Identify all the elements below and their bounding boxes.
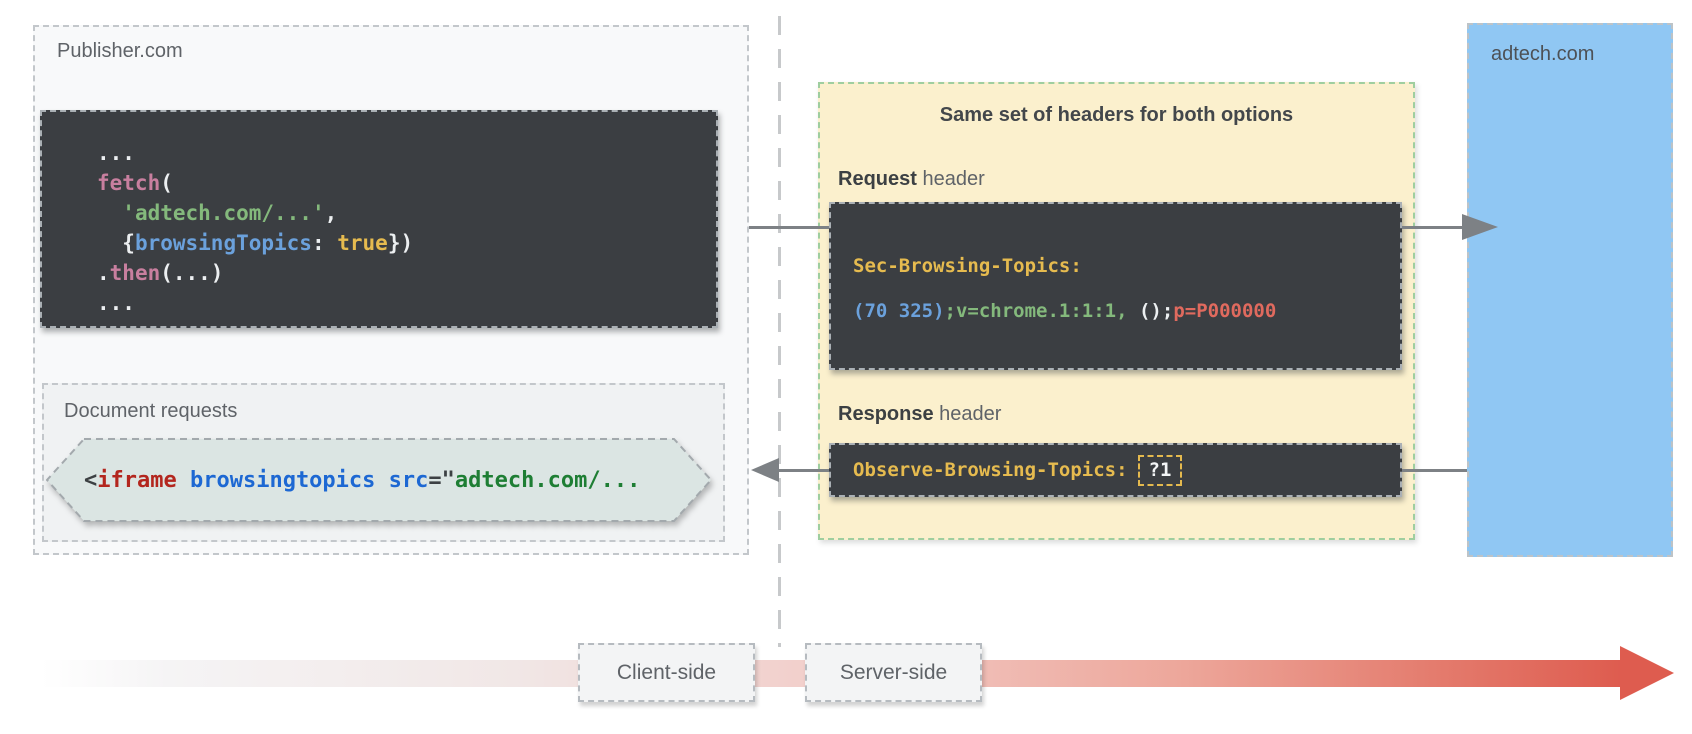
code-token: (...) bbox=[160, 261, 224, 285]
response-header-label-rest: header bbox=[933, 403, 1002, 425]
code-token: ... bbox=[97, 141, 135, 165]
code-token: (70 325) bbox=[853, 300, 945, 322]
code-token: : bbox=[311, 231, 338, 255]
code-token: ( bbox=[160, 171, 173, 195]
request-to-adtech-arrowhead-icon bbox=[1462, 214, 1498, 240]
request-header-label-bold: Request bbox=[838, 168, 917, 190]
timeline-arrowhead-icon bbox=[1620, 646, 1674, 700]
response-to-publisher-arrowhead-icon bbox=[751, 458, 779, 482]
client-server-divider bbox=[778, 16, 781, 647]
headers-panel-title: Same set of headers for both options bbox=[939, 104, 1294, 126]
adtech-label: adtech.com bbox=[1491, 43, 1595, 65]
code-token: then bbox=[109, 261, 161, 285]
iframe-code-line: <iframe browsingtopics src="adtech.com/.… bbox=[84, 438, 640, 522]
code-token: =" bbox=[428, 467, 455, 493]
publisher-label: Publisher.com bbox=[57, 40, 183, 62]
fetch-code-block: ... fetch( 'adtech.com/...', {browsingTo… bbox=[40, 110, 718, 328]
response-header-name: Observe-Browsing-Topics: bbox=[853, 459, 1128, 481]
code-token: adtech.com/... bbox=[454, 467, 641, 493]
code-token: fetch bbox=[97, 171, 161, 195]
code-token: { bbox=[97, 231, 135, 255]
code-token: 'adtech.com/...' bbox=[122, 201, 325, 225]
code-line: ... bbox=[97, 138, 716, 168]
server-side-label: Server-side bbox=[839, 660, 948, 684]
code-token: browsingTopics bbox=[134, 231, 312, 255]
code-token: , bbox=[324, 201, 338, 225]
response-to-publisher-line bbox=[777, 469, 829, 472]
server-side-box: Server-side bbox=[805, 643, 982, 702]
request-header-value: (70 325);v=chrome.1:1:1, ();p=P000000 bbox=[853, 289, 1400, 334]
code-token: true bbox=[337, 231, 388, 255]
hexagon-shape bbox=[45, 438, 713, 522]
response-header-label-bold: Response bbox=[838, 403, 934, 425]
request-header-block: Sec-Browsing-Topics: (70 325);v=chrome.1… bbox=[829, 202, 1402, 370]
code-line: 'adtech.com/...', bbox=[97, 198, 716, 228]
code-token: < bbox=[84, 467, 98, 493]
request-header-name: Sec-Browsing-Topics: bbox=[853, 244, 1400, 289]
publisher-to-request-line bbox=[749, 226, 829, 229]
code-line: fetch( bbox=[97, 168, 716, 198]
code-token: ... bbox=[97, 291, 135, 315]
code-token: Observe-Browsing-Topics: bbox=[853, 459, 1128, 481]
response-header-value-badge: ?1 bbox=[1137, 454, 1183, 486]
code-token bbox=[97, 201, 122, 225]
adtech-to-response-line bbox=[1402, 469, 1467, 472]
request-header-label: Request header bbox=[838, 168, 985, 191]
request-header-label-rest: header bbox=[916, 168, 985, 190]
code-line: ... bbox=[97, 288, 716, 318]
code-token: ;v=chrome.1:1:1, bbox=[944, 300, 1128, 322]
code-token: }) bbox=[387, 231, 414, 255]
code-token: Sec-Browsing-Topics: bbox=[853, 255, 1082, 277]
code-token: browsingtopics src bbox=[176, 467, 429, 493]
client-side-box: Client-side bbox=[578, 643, 755, 702]
document-requests-label: Document requests bbox=[64, 400, 238, 422]
code-token: . bbox=[97, 261, 110, 285]
code-token: p=P000000 bbox=[1173, 300, 1277, 322]
response-header-block: Observe-Browsing-Topics: ?1 bbox=[829, 443, 1402, 497]
code-token: iframe bbox=[97, 467, 177, 493]
request-to-adtech-line bbox=[1402, 226, 1464, 229]
code-line: .then(...) bbox=[97, 258, 716, 288]
code-token: (); bbox=[1127, 300, 1174, 322]
response-header-label: Response header bbox=[838, 403, 1001, 426]
iframe-hexagon: <iframe browsingtopics src="adtech.com/.… bbox=[45, 438, 713, 522]
code-line: {browsingTopics: true}) bbox=[97, 228, 716, 258]
client-side-label: Client-side bbox=[616, 660, 717, 684]
adtech-zone: adtech.com bbox=[1467, 23, 1673, 557]
